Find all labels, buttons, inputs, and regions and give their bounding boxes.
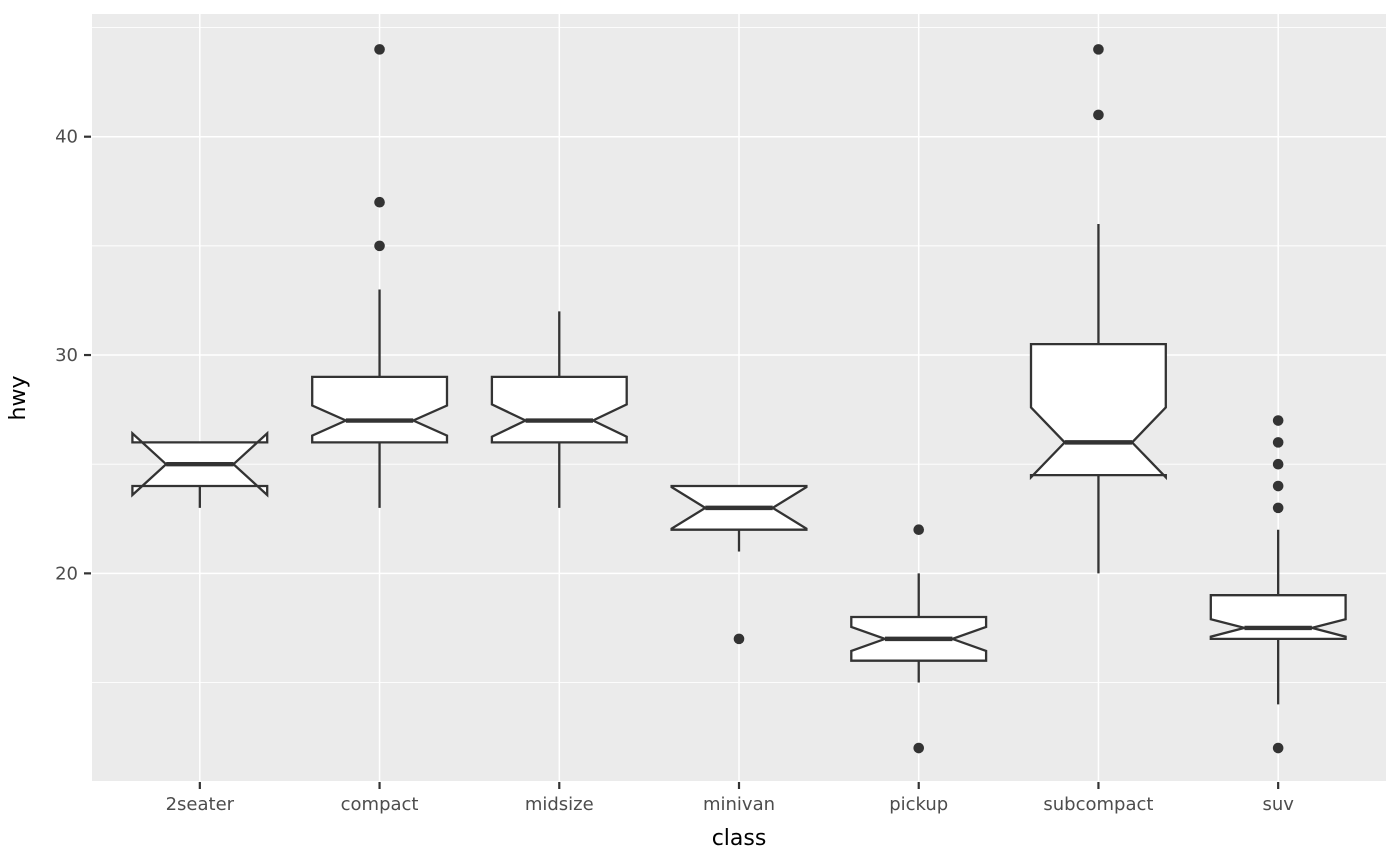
x-tick-label-subcompact: subcompact (1043, 794, 1153, 815)
outlier-point-suv-23 (1272, 502, 1284, 514)
x-tick-label-minivan: minivan (703, 794, 775, 815)
outlier-point-compact-35 (374, 240, 385, 252)
y-axis-title: hwy (6, 376, 31, 421)
outlier-point-subcompact-44 (1093, 44, 1104, 55)
outlier-point-suv-26 (1272, 437, 1284, 448)
y-tick-label-20: 20 (55, 563, 78, 584)
notched-box-suv (1209, 594, 1347, 641)
outlier-point-suv-12 (1272, 742, 1284, 754)
outlier-point-suv-27 (1272, 415, 1284, 426)
outlier-point-compact-37 (374, 196, 385, 208)
x-tick-label-suv: suv (1262, 794, 1294, 815)
x-tick-label-2seater: 2seater (166, 794, 235, 815)
notched-box-midsize (490, 375, 628, 444)
notched-box-subcompact (1029, 342, 1167, 481)
outlier-point-pickup-12 (913, 742, 925, 754)
x-axis-title: class (712, 826, 767, 851)
outlier-point-compact-44 (374, 44, 385, 55)
outlier-point-subcompact-41 (1093, 109, 1104, 121)
outlier-point-minivan-17 (733, 633, 745, 645)
x-tick-label-compact: compact (341, 794, 419, 815)
y-tick-label-40: 40 (55, 127, 78, 148)
outlier-point-pickup-22 (913, 524, 925, 535)
outlier-point-suv-25 (1272, 458, 1284, 470)
notched-box-compact (311, 375, 449, 444)
x-tick-label-midsize: midsize (525, 794, 594, 815)
y-tick-label-30: 30 (55, 345, 78, 366)
x-tick-label-pickup: pickup (889, 794, 948, 815)
plot-area: 20 30 40 2seater compact midsize minivan pickup… (55, 14, 1386, 815)
outlier-point-suv-24 (1272, 480, 1284, 492)
